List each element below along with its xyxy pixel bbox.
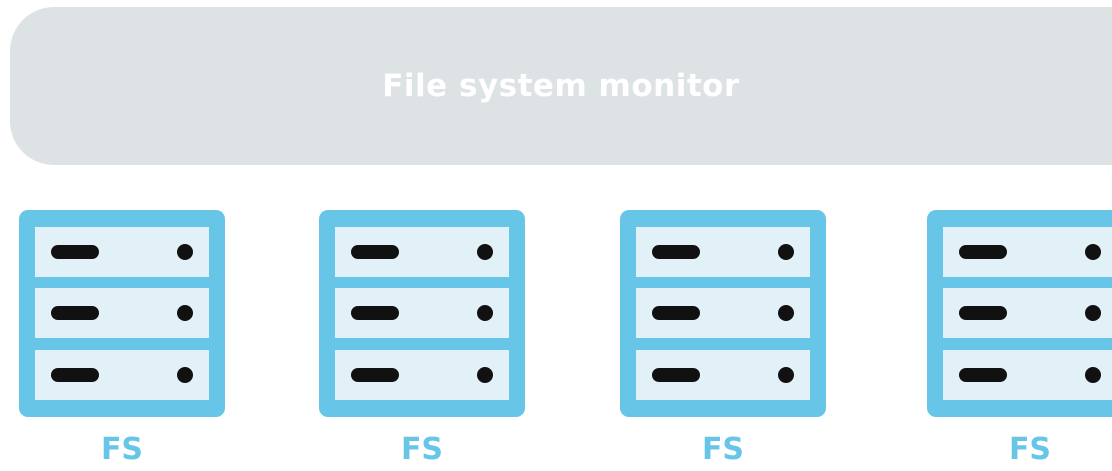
status-led-icon <box>778 305 794 321</box>
rack-unit <box>943 227 1112 277</box>
rack-unit <box>943 350 1112 400</box>
drive-slot-icon <box>959 368 1007 382</box>
rack-unit <box>35 288 209 338</box>
rack-unit <box>335 288 509 338</box>
rack-unit <box>636 350 810 400</box>
fs-label: FS <box>100 432 144 467</box>
status-led-icon <box>177 305 193 321</box>
fs-label: FS <box>400 432 444 467</box>
rack-unit <box>335 350 509 400</box>
status-led-icon <box>778 244 794 260</box>
status-led-icon <box>477 367 493 383</box>
server-rack-icon <box>927 210 1112 417</box>
status-led-icon <box>177 244 193 260</box>
server-rack-icon <box>620 210 826 417</box>
drive-slot-icon <box>652 245 700 259</box>
fs-label: FS <box>701 432 745 467</box>
drive-slot-icon <box>652 306 700 320</box>
drive-slot-icon <box>51 368 99 382</box>
rack-unit <box>636 227 810 277</box>
status-led-icon <box>477 305 493 321</box>
status-led-icon <box>1085 305 1101 321</box>
server-rack-icon <box>19 210 225 417</box>
status-led-icon <box>477 244 493 260</box>
status-led-icon <box>778 367 794 383</box>
status-led-icon <box>177 367 193 383</box>
file-system-monitor-box: File system monitor <box>10 7 1112 165</box>
rack-unit <box>335 227 509 277</box>
monitor-title: File system monitor <box>382 68 740 104</box>
rack-unit <box>943 288 1112 338</box>
drive-slot-icon <box>652 368 700 382</box>
drive-slot-icon <box>51 306 99 320</box>
server-rack-icon <box>319 210 525 417</box>
drive-slot-icon <box>351 245 399 259</box>
drive-slot-icon <box>959 245 1007 259</box>
drive-slot-icon <box>51 245 99 259</box>
status-led-icon <box>1085 367 1101 383</box>
drive-slot-icon <box>959 306 1007 320</box>
status-led-icon <box>1085 244 1101 260</box>
drive-slot-icon <box>351 368 399 382</box>
fs-label: FS <box>1008 432 1052 467</box>
rack-unit <box>35 350 209 400</box>
rack-unit <box>35 227 209 277</box>
drive-slot-icon <box>351 306 399 320</box>
rack-unit <box>636 288 810 338</box>
